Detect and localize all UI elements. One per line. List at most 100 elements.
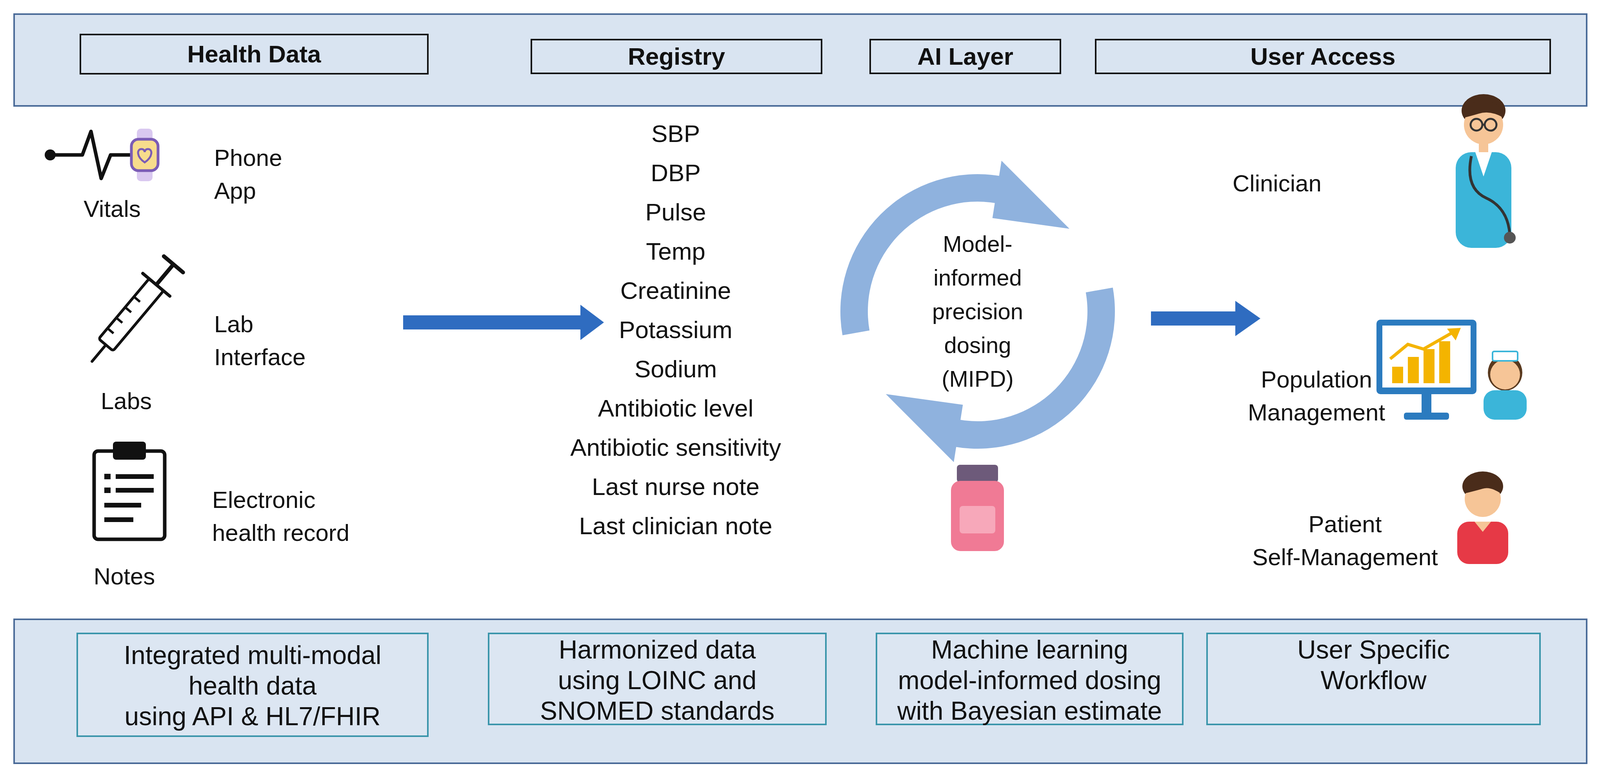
node-text: Machine learning model-informed dosing w… <box>877 634 1182 726</box>
label-text: Sodium <box>518 351 833 387</box>
text-line: health data <box>188 670 317 700</box>
text-line: Electronic <box>212 486 316 513</box>
clipboard-icon-part <box>115 474 154 479</box>
monitor-icon-part <box>1390 333 1451 359</box>
cycle-node: Model-informed precision dosing (MIPD) <box>826 160 1129 463</box>
label-text: Phone App <box>214 141 340 208</box>
label-text: SBP <box>518 116 833 152</box>
label-text: Temp <box>518 233 833 270</box>
label-text: Antibiotic sensitivity <box>518 429 833 466</box>
text-line: Self-Management <box>1252 543 1439 571</box>
nurse-icon <box>1483 351 1527 420</box>
header-box: Registry <box>530 38 823 75</box>
label-text: Potassium <box>518 312 833 348</box>
text-line: SNOMED standards <box>540 696 775 726</box>
vitals-icon-part <box>131 139 159 171</box>
syringe-icon-part <box>134 296 140 302</box>
node-text: Harmonized data using LOINC and SNOMED s… <box>489 634 826 726</box>
syringe-icon-part <box>116 317 123 323</box>
text-line: Machine learning <box>930 634 1129 664</box>
top-band-part <box>14 14 1587 106</box>
pill-bottle-icon-part <box>959 505 996 534</box>
clipboard-icon-part <box>104 473 111 480</box>
vitals-icon <box>44 128 159 182</box>
monitor-icon-part <box>1403 412 1450 420</box>
syringe-icon-part <box>142 273 170 297</box>
text-line: Phone <box>214 144 283 171</box>
label-text: DBP <box>518 155 833 191</box>
pill-bottle-icon-part <box>956 464 999 483</box>
text-line: Interface <box>214 343 306 371</box>
label-text: Pulse <box>518 194 833 230</box>
patient-icon <box>1457 471 1509 564</box>
label-text: Lab Interface <box>214 307 356 374</box>
label-text: Last nurse note <box>518 469 833 505</box>
node-text: Health Data <box>187 40 321 69</box>
top-band <box>14 14 1587 106</box>
cycle-arrowhead <box>992 160 1070 229</box>
clinician-icon-part <box>1475 152 1492 177</box>
label-text: Creatinine <box>518 272 833 309</box>
monitor-icon-part <box>1423 349 1435 384</box>
pill-bottle-icon <box>950 464 1004 551</box>
node-text: Model-informed precision dosing (MIPD) <box>922 227 1033 396</box>
node-text: AI Layer <box>917 42 1014 71</box>
text-line: User Specific <box>1297 634 1450 664</box>
syringe-icon-part <box>125 307 131 313</box>
monitor-icon-part <box>1447 327 1461 341</box>
label-text: Notes <box>65 560 184 593</box>
clinician-icon-part <box>1463 101 1504 118</box>
syringe-icon-part <box>156 264 174 285</box>
header-box: Health Data <box>79 33 429 75</box>
monitor-icon-part <box>1392 366 1404 384</box>
monitor-icon-part <box>1407 356 1419 384</box>
feature-box: User Specific Workflow <box>1206 632 1541 726</box>
label-text: Last clinician note <box>518 508 833 544</box>
clinician-icon-part <box>1469 156 1510 235</box>
syringe-icon-part <box>163 256 184 273</box>
bottom-band <box>14 619 1587 764</box>
header-box: AI Layer <box>869 38 1062 75</box>
text-line: health record <box>212 519 350 546</box>
label-text: Labs <box>67 384 186 418</box>
label-text: Clinician <box>1232 167 1390 200</box>
label-text: Population Management <box>1238 363 1395 430</box>
monitor-icon-part <box>1376 319 1477 395</box>
clinician-icon-part <box>1482 123 1485 126</box>
syringe-icon-part <box>92 344 106 362</box>
text-line: Lab <box>214 310 254 338</box>
text-line: Patient <box>1308 510 1382 538</box>
label-text: Antibiotic level <box>518 390 833 426</box>
clinician-icon-part <box>1478 141 1489 154</box>
label-text: Electronic health record <box>212 483 393 550</box>
monitor-icon-part <box>1439 341 1451 384</box>
feature-box: Machine learning model-informed dosing w… <box>875 632 1184 726</box>
label-text: Vitals <box>53 192 171 226</box>
monitor-icon <box>1376 319 1477 420</box>
cycle-arrowhead <box>885 394 963 462</box>
bottom-band-part <box>14 619 1587 764</box>
vitals-icon-part <box>50 131 134 179</box>
clinician-icon-part <box>1470 118 1483 131</box>
pill-bottle-icon-part <box>950 480 1004 551</box>
syringe-icon <box>78 252 188 373</box>
text-line: Management <box>1247 399 1386 426</box>
node-text: Integrated multi-modal health data using… <box>78 639 428 732</box>
syringe-icon-part <box>107 328 114 334</box>
text-line: using API & HL7/FHIR <box>124 701 381 731</box>
clinician-icon <box>1455 94 1516 248</box>
text-line: using LOINC and <box>558 665 757 695</box>
nurse-icon-part <box>1490 359 1520 390</box>
clinician-icon-part <box>1484 118 1497 131</box>
monitor-icon-part <box>1382 325 1471 388</box>
node-text: Registry <box>627 42 726 71</box>
label-text: Patient Self-Management <box>1247 507 1444 574</box>
clipboard-icon-part <box>115 487 154 493</box>
text-line: Harmonized data <box>558 634 757 664</box>
clinician-icon-part <box>1455 152 1512 248</box>
node-text: User Access <box>1250 42 1396 71</box>
flow-arrow-part <box>1150 300 1261 337</box>
node-text: User Specific Workflow <box>1207 634 1540 696</box>
text-line: Workflow <box>1320 665 1427 695</box>
